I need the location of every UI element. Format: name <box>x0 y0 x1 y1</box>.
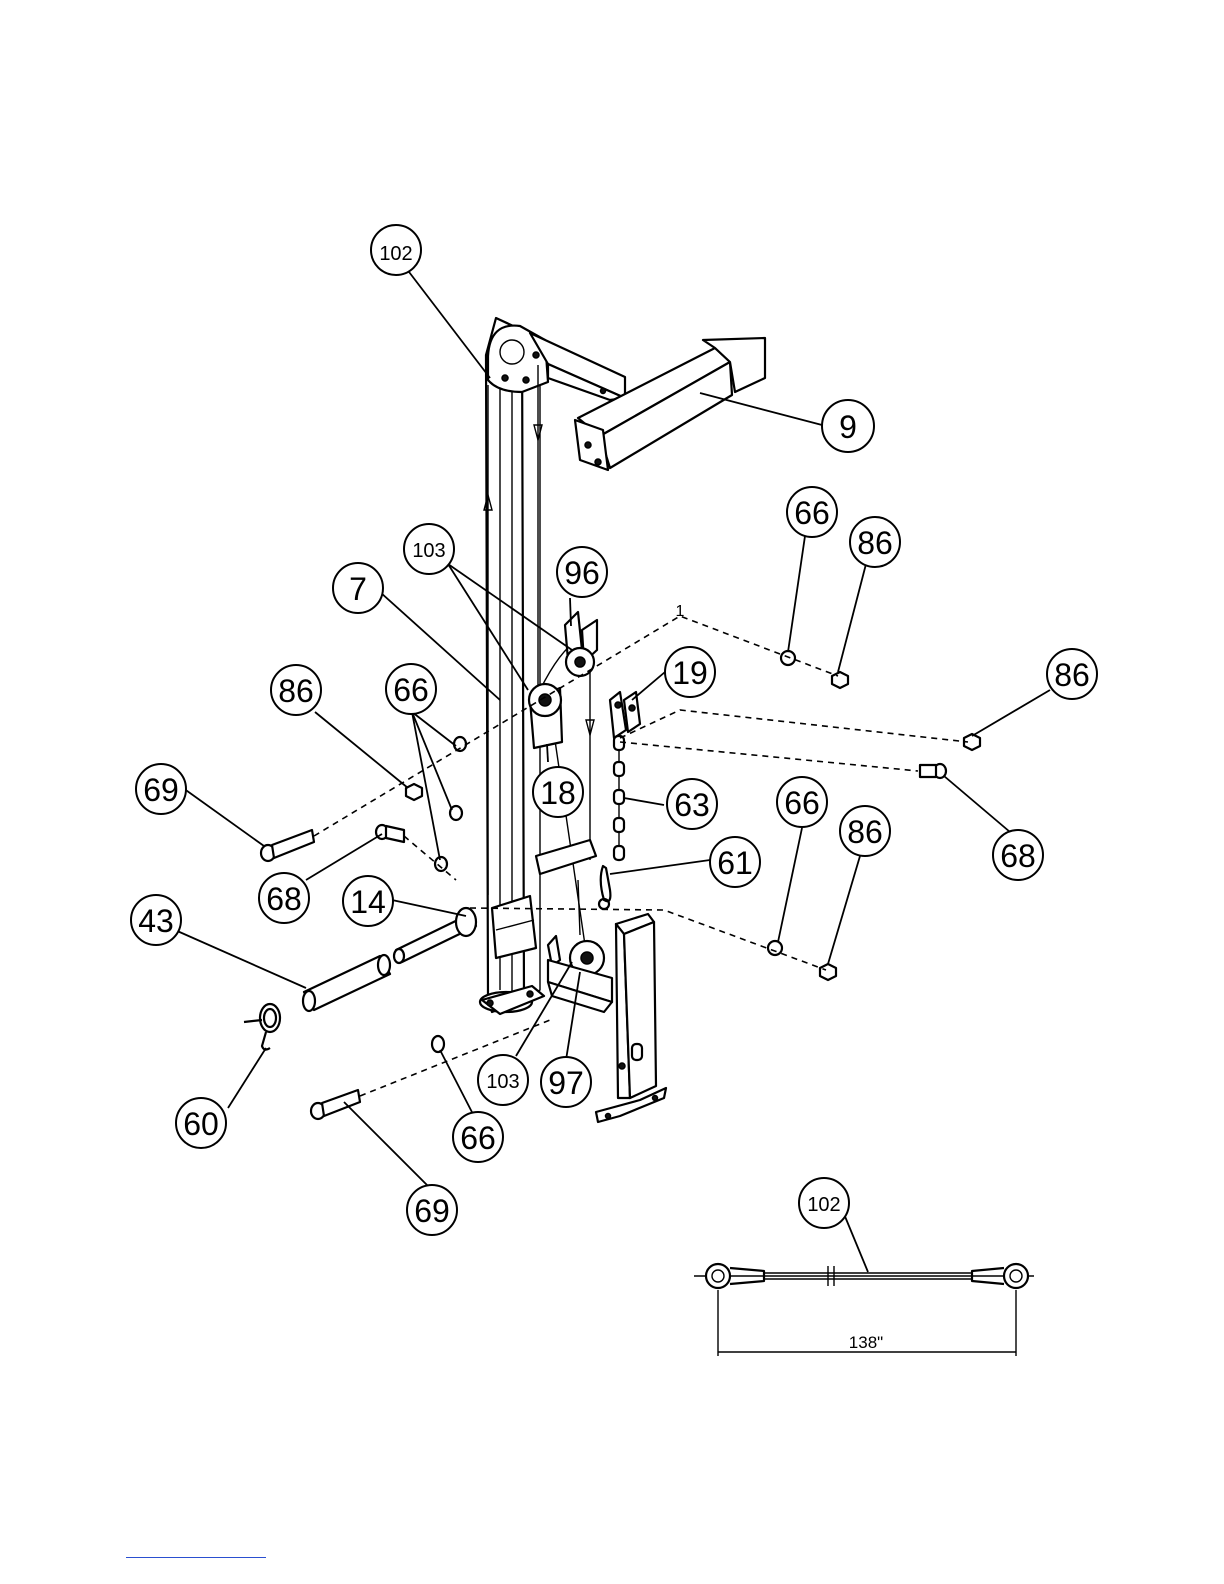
svg-text:19: 19 <box>672 655 708 691</box>
svg-text:14: 14 <box>350 884 386 920</box>
svg-text:66: 66 <box>794 495 830 531</box>
pulley-18 <box>529 684 562 748</box>
svg-text:63: 63 <box>674 787 710 823</box>
callout-86: 86 <box>271 665 321 715</box>
callout-18: 18 <box>533 767 583 817</box>
callout-86: 86 <box>850 517 900 567</box>
bolt-69-lower <box>311 1090 360 1119</box>
callout-96: 96 <box>557 547 607 597</box>
callout-102-detail: 102 <box>799 1178 849 1228</box>
svg-text:69: 69 <box>143 772 179 808</box>
collar-60 <box>244 1004 280 1050</box>
callout-61: 61 <box>710 837 760 887</box>
svg-text:61: 61 <box>717 845 753 881</box>
callout-66: 66 <box>453 1112 503 1162</box>
svg-text:18: 18 <box>540 775 576 811</box>
pulley-96 <box>565 612 597 676</box>
svg-text:86: 86 <box>857 525 893 561</box>
callout-102-top: 102 <box>371 225 421 275</box>
snap-hook-61 <box>599 866 610 909</box>
svg-text:66: 66 <box>460 1120 496 1156</box>
callout-103-bottom: 103 <box>478 1055 528 1105</box>
callout-66: 66 <box>787 487 837 537</box>
svg-text:86: 86 <box>847 814 883 850</box>
svg-text:96: 96 <box>564 555 600 591</box>
callout-68-right: 68 <box>993 830 1043 880</box>
svg-text:66: 66 <box>393 672 429 708</box>
svg-text:86: 86 <box>278 673 314 709</box>
svg-text:69: 69 <box>414 1193 450 1229</box>
callout-7: 7 <box>333 563 383 613</box>
callout-103-top: 103 <box>404 524 454 574</box>
callout-66: 66 <box>777 777 827 827</box>
svg-text:103: 103 <box>486 1071 519 1093</box>
svg-text:66: 66 <box>784 785 820 821</box>
svg-text:9: 9 <box>839 409 857 445</box>
pad-43 <box>303 955 390 1011</box>
callout-9: 9 <box>822 400 874 452</box>
callout-43: 43 <box>131 895 181 945</box>
callout-68-left: 68 <box>259 873 309 923</box>
reference-1: 1 <box>676 603 685 620</box>
svg-text:43: 43 <box>138 903 174 939</box>
callout-63: 63 <box>667 779 717 829</box>
svg-text:86: 86 <box>1054 657 1090 693</box>
cable-length-dimension: 138" <box>849 1333 883 1352</box>
callout-86: 86 <box>1047 649 1097 699</box>
cable-detail: 138" <box>694 1214 1034 1356</box>
callout-66: 66 <box>386 664 436 714</box>
callout-69-upper: 69 <box>136 764 186 814</box>
svg-text:102: 102 <box>379 243 412 265</box>
bolt-69-upper <box>261 830 314 861</box>
svg-text:7: 7 <box>349 571 367 607</box>
bolt-68-right <box>920 764 946 778</box>
svg-text:102: 102 <box>807 1194 840 1216</box>
svg-text:97: 97 <box>548 1065 584 1101</box>
callout-19: 19 <box>665 647 715 697</box>
svg-text:60: 60 <box>183 1106 219 1142</box>
callout-97: 97 <box>541 1057 591 1107</box>
footer-rule <box>126 1557 266 1558</box>
chain-63 <box>614 736 624 860</box>
svg-text:103: 103 <box>412 540 445 562</box>
svg-text:68: 68 <box>1000 838 1036 874</box>
callout-60: 60 <box>176 1098 226 1148</box>
callout-86: 86 <box>840 806 890 856</box>
callout-14: 14 <box>343 876 393 926</box>
svg-text:68: 68 <box>266 881 302 917</box>
bolt-68-left <box>376 825 404 842</box>
callout-69-lower: 69 <box>407 1185 457 1235</box>
